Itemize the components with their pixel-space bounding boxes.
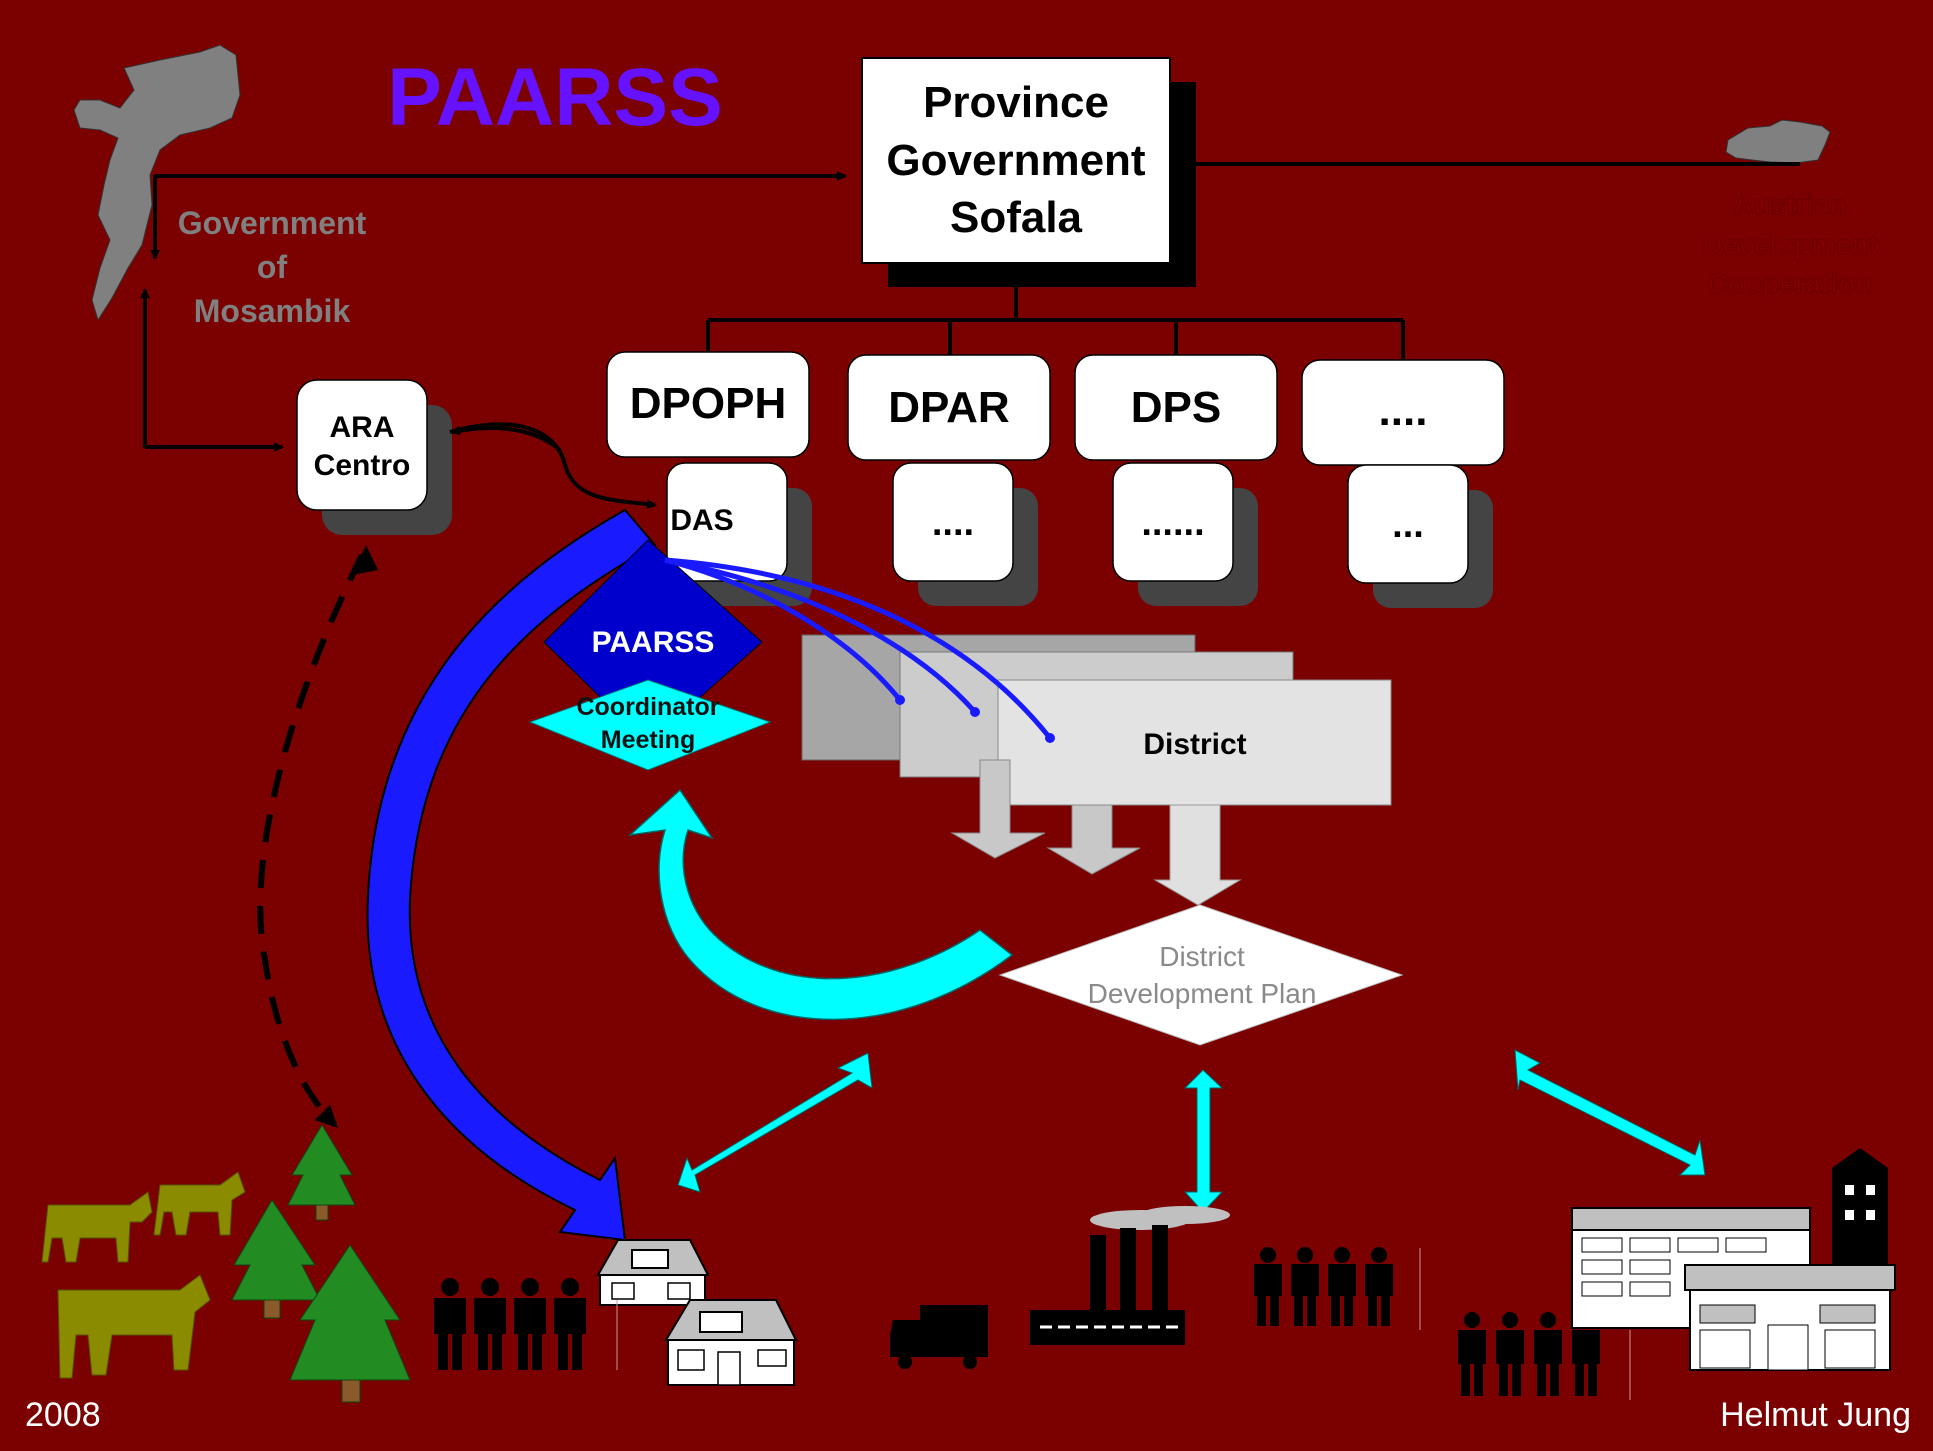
- cyan-double-arrow-center: [1183, 1069, 1224, 1213]
- dept-dpar-box: [847, 354, 1051, 461]
- paarss-diamond-label: PAARSS: [592, 626, 715, 659]
- sub-das-label: DAS: [670, 504, 733, 537]
- ddp-line1: District: [1159, 941, 1245, 972]
- grey-down-arrow-1: [950, 759, 1046, 859]
- sub-3-box: [1112, 462, 1234, 582]
- sub-4-label: ...: [1392, 504, 1424, 546]
- truck-icon: [890, 1305, 988, 1369]
- cow-icon: [41, 1171, 246, 1379]
- ddp-line2: Development Plan: [1088, 978, 1317, 1009]
- house-icon: [596, 1239, 798, 1386]
- dashed-arrow-head-top: [352, 545, 378, 575]
- grey-down-arrow-3: [1153, 804, 1242, 906]
- dept-dpoph-box: [606, 351, 810, 458]
- coordinator-line2: Meeting: [601, 726, 695, 754]
- sub-4-box: [1347, 464, 1469, 584]
- ara-line1: ARA: [330, 411, 395, 444]
- dashed-ara-arrow: [257, 553, 365, 1128]
- cyan-double-arrow-right: [1514, 1049, 1706, 1176]
- gov-moz-line3: Mosambik: [194, 293, 351, 329]
- das-district-dot-2: [970, 707, 980, 717]
- das-district-dot-3: [1045, 733, 1055, 743]
- cyan-curved-arrow: [627, 788, 1014, 1021]
- sub-3-label: ......: [1141, 502, 1204, 544]
- das-district-line-1: [664, 557, 902, 702]
- mozambique-map-icon: [73, 44, 241, 322]
- province-line1: Province: [923, 78, 1109, 127]
- austrian-line1: Austrian: [1733, 189, 1847, 220]
- gov-moz-line2: of: [257, 249, 288, 285]
- factory-icon: [1030, 1206, 1230, 1345]
- coordinator-diamond: [528, 679, 772, 771]
- coordinator-line1: Coordinator: [576, 693, 719, 721]
- tree-icon: [231, 1124, 411, 1403]
- das-district-dot-1: [895, 695, 905, 705]
- buildings-icon: [1571, 1148, 1896, 1371]
- ara-box: [296, 379, 428, 511]
- dept-dps-label: DPS: [1131, 383, 1221, 432]
- page-title: PAARSS: [387, 52, 723, 143]
- gov-moz-line1: Government: [178, 205, 367, 241]
- das-district-line-2: [664, 557, 977, 714]
- sub-2-box: [892, 462, 1014, 582]
- people-group-2-icon: [1254, 1247, 1393, 1326]
- moz-to-province-arrow: [153, 171, 847, 181]
- ara-das-arrow: [449, 422, 657, 510]
- province-line2: Government: [886, 136, 1146, 185]
- grey-down-arrow-2: [1046, 804, 1141, 875]
- ara-das-arrow-back: [450, 425, 562, 452]
- footer-author: Helmut Jung: [1720, 1396, 1911, 1434]
- austrian-line2: Development: [1702, 229, 1878, 260]
- ddp-diamond: [998, 904, 1404, 1046]
- blue-curved-arrow: [366, 508, 657, 1242]
- austrian-line3: Cooperation: [1708, 268, 1873, 299]
- district-box-front: [997, 679, 1392, 806]
- ara-line2: Centro: [314, 449, 411, 482]
- province-box: [861, 57, 1171, 264]
- austria-map-icon: [1725, 119, 1831, 164]
- cyan-double-arrow-left: [677, 1052, 873, 1193]
- province-line3: Sofala: [950, 193, 1083, 242]
- das-district-line-3: [664, 557, 1052, 740]
- footer-year: 2008: [25, 1396, 101, 1434]
- dept-dpar-label: DPAR: [888, 383, 1009, 432]
- dept-dps-box: [1074, 354, 1278, 461]
- dept-other-label: ....: [1379, 386, 1428, 435]
- dept-dpoph-label: DPOPH: [630, 379, 786, 428]
- sub-2-label: ....: [932, 502, 974, 544]
- district-label: District: [1143, 728, 1246, 761]
- people-group-1-icon: [434, 1278, 586, 1370]
